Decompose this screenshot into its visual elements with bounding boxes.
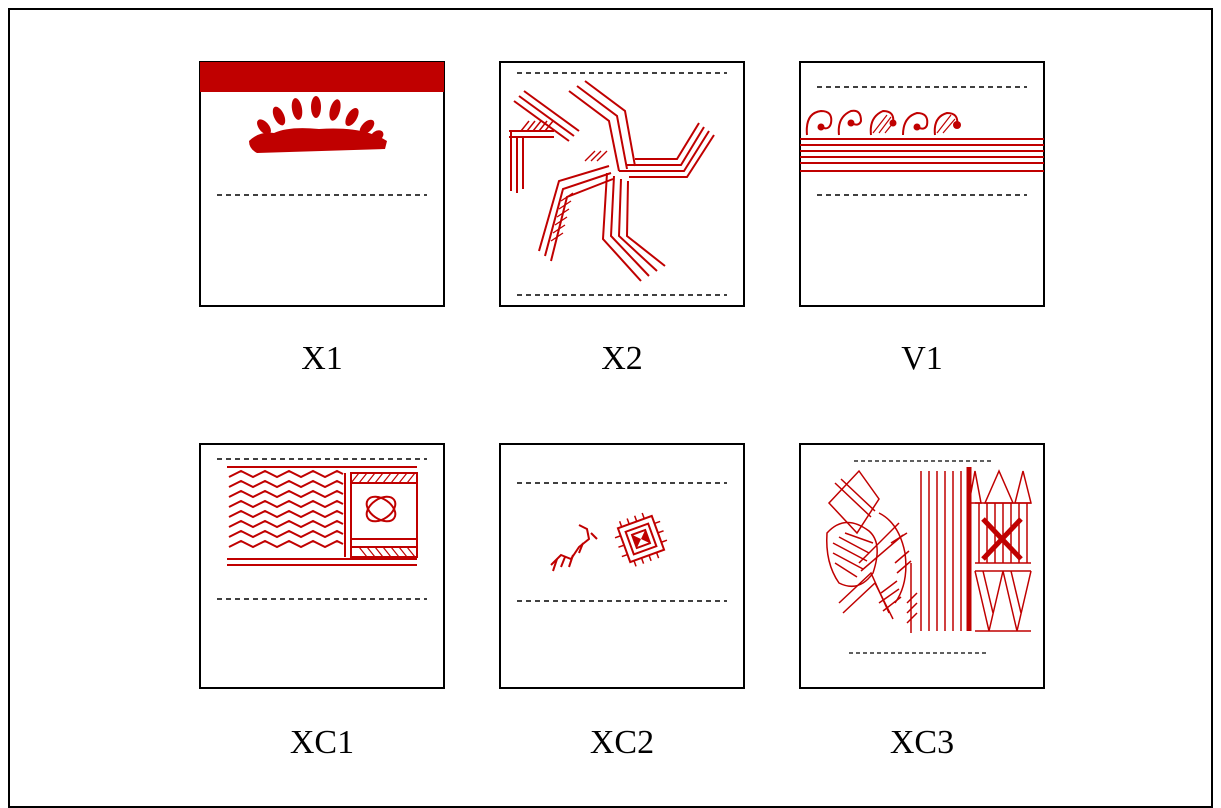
zigzag-band-icon [199,443,445,689]
caption-xc3: XC3 [799,726,1045,760]
panel-v1 [799,61,1045,307]
caption-xc2: XC2 [499,726,745,760]
caption-xc1: XC1 [199,726,445,760]
sun-motif-icon [199,61,445,307]
panel-x1 [199,61,445,307]
caption-x2: X2 [499,342,745,376]
panel-xc1 [199,443,445,689]
panel-xc3 [799,443,1045,689]
lattice-motif-icon [799,443,1045,689]
swastika-motif-icon [499,61,745,307]
caption-v1: V1 [799,342,1045,376]
small-motif-icon [499,443,745,689]
curl-border-icon [799,61,1045,307]
caption-x1: X1 [199,342,445,376]
panel-x2 [499,61,745,307]
panel-xc2 [499,443,745,689]
